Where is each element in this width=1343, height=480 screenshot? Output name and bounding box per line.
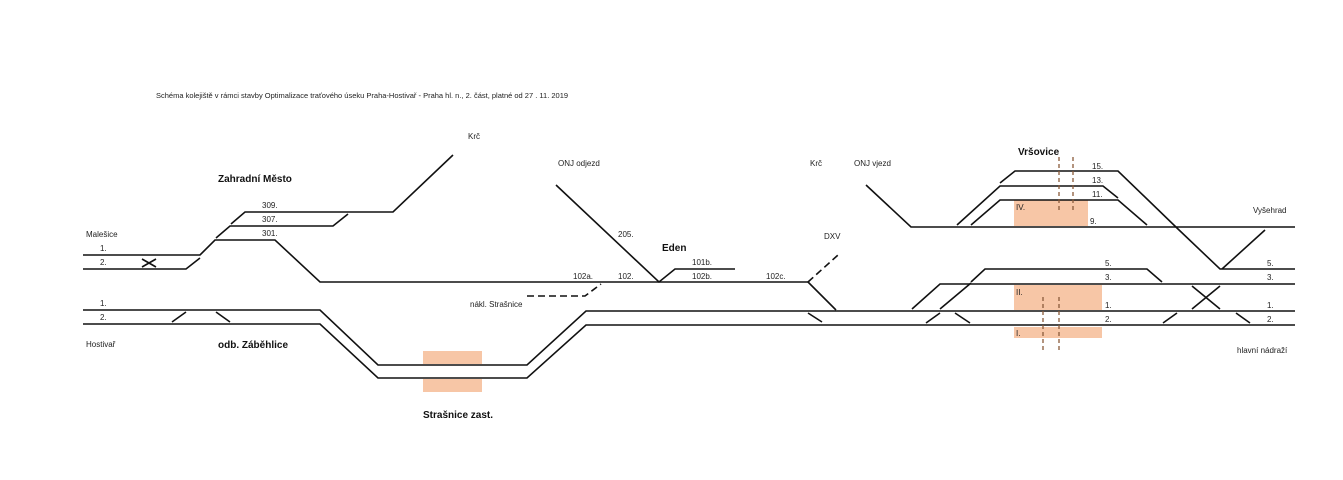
track-label: 2. (1267, 315, 1274, 324)
platform-label: I. (1016, 329, 1020, 338)
track-vysehrad-link (1221, 229, 1266, 270)
track-label: 1. (100, 299, 107, 308)
direction-onj-odjezd: ONJ odjezd (558, 159, 600, 168)
track-label: 101b. (692, 258, 712, 267)
track-label: 301. (262, 229, 278, 238)
track-label: 1. (100, 244, 107, 253)
track-label: 102b. (692, 272, 712, 281)
direction-onj-vjezd: ONJ vjezd (854, 159, 891, 168)
track-307 (215, 213, 349, 239)
track-3 (911, 283, 1295, 310)
track-label: 1. (1267, 301, 1274, 310)
track-label: 102. (618, 272, 634, 281)
track-label: 1. (1105, 301, 1112, 310)
crossover-malesice (141, 258, 157, 268)
track-label: 2. (100, 258, 107, 267)
switch-zabehlice-b (215, 311, 231, 323)
track-label: 309. (262, 201, 278, 210)
track-label: 5. (1105, 259, 1112, 268)
track-label: 102a. (573, 272, 593, 281)
track-label: 3. (1267, 273, 1274, 282)
track-label: 5. (1267, 259, 1274, 268)
track-nakl-strasnice (527, 283, 602, 297)
direction-hlavni-nadrazi: hlavní nádraží (1237, 346, 1288, 355)
direction-dxv: DXV (824, 232, 841, 241)
platform-iv (1014, 200, 1088, 226)
switch-zabehlice-a (171, 311, 187, 323)
track-label: 9. (1090, 217, 1097, 226)
track-malesice-1 (83, 239, 808, 283)
track-label: 2. (1105, 315, 1112, 324)
track-label: 102c. (766, 272, 786, 281)
switch-102c (807, 312, 823, 323)
direction-krc: Krč (810, 159, 822, 168)
switch-c (1162, 312, 1178, 324)
platform-strasnice-lower (423, 379, 482, 392)
track-label: 205. (618, 230, 634, 239)
station-eden: Eden (662, 243, 686, 254)
station-strasnice-zast: Strašnice zast. (423, 410, 493, 421)
platform-strasnice-upper (423, 351, 482, 364)
platform-ii (1014, 285, 1102, 310)
station-zahradni-mesto: Zahradní Město (218, 174, 292, 185)
track-dxv (807, 254, 839, 283)
platform-label: II. (1016, 288, 1023, 297)
track-13 (956, 185, 1119, 226)
switch-d (1235, 312, 1251, 324)
track-309 (230, 154, 454, 225)
track-label: 15. (1092, 162, 1103, 171)
track-hostivar-1 (83, 309, 1295, 366)
direction-nakl-strasnice: nákl. Strašnice (470, 300, 523, 309)
diagram-title: Schéma kolejiště v rámci stavby Optimali… (156, 91, 568, 100)
track-hostivar-2 (83, 323, 1295, 379)
track-15 (999, 170, 1295, 270)
platform-i (1014, 327, 1102, 338)
track-label: 307. (262, 215, 278, 224)
direction-hostivar: Hostivař (86, 340, 116, 349)
station-vrsovice: Vršovice (1018, 147, 1060, 158)
track-9 (865, 184, 1295, 228)
signals (1042, 157, 1074, 352)
switch-a (925, 312, 941, 324)
station-odb-zabehlice: odb. Záběhlice (218, 340, 288, 351)
track-label: 13. (1092, 176, 1103, 185)
crossover-hl-n (1191, 285, 1221, 310)
switch-b (954, 312, 971, 324)
track-label: 11. (1092, 190, 1103, 199)
direction-malesice: Malešice (86, 230, 118, 239)
track-205 (555, 184, 735, 284)
switch-3-1 (939, 282, 972, 310)
track-malesice-2 (83, 257, 201, 270)
direction-vysehrad: Vyšehrad (1253, 206, 1287, 215)
platforms (423, 200, 1102, 392)
track-102c-branch (807, 281, 837, 311)
track-label: 3. (1105, 273, 1112, 282)
direction-krc: Krč (468, 132, 480, 141)
platform-label: IV. (1016, 203, 1025, 212)
track-5 (970, 268, 1163, 283)
track-label: 2. (100, 313, 107, 322)
